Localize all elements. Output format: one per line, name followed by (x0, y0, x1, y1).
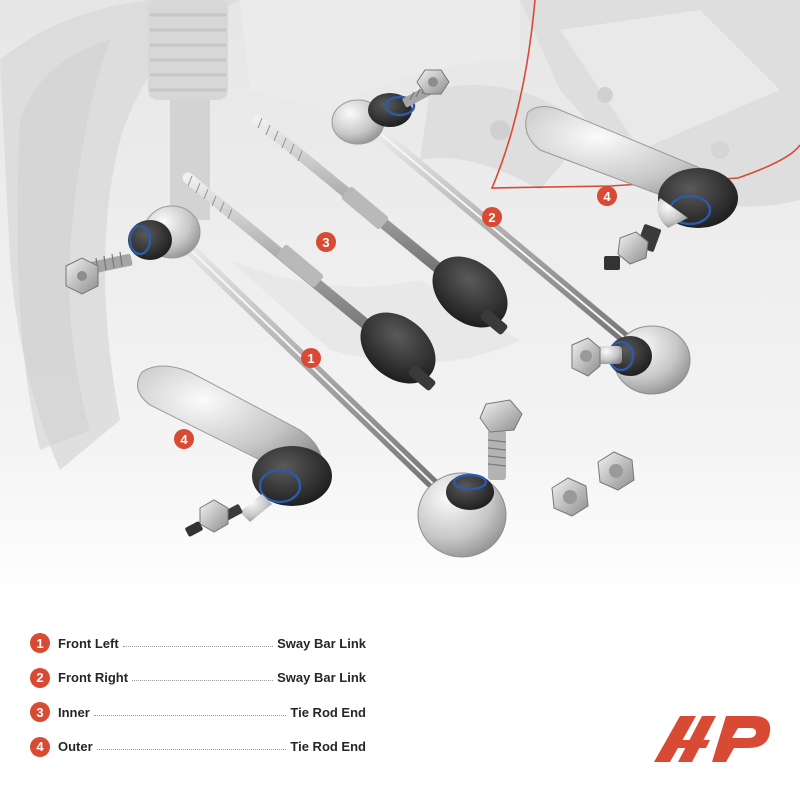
hex-nuts (551, 451, 635, 517)
legend-part: Sway Bar Link (277, 635, 366, 651)
callout-badge-4: 4 (174, 429, 194, 449)
legend-part: Tie Rod End (290, 739, 366, 755)
callout-badge-3: 3 (316, 232, 336, 252)
callout-badge-4-upper: 4 (597, 186, 617, 206)
brand-logo-icon (654, 716, 771, 762)
legend-row: 4 Outer Tie Rod End (30, 730, 366, 765)
inner-tie-rod-upper (252, 114, 508, 335)
legend-position: Outer (58, 739, 93, 755)
legend-leader-line (132, 680, 274, 682)
outer-tie-rod-end-lower (137, 365, 332, 537)
legend-position: Front Right (58, 670, 129, 686)
legend-position: Front Left (58, 635, 119, 651)
legend-badge: 3 (30, 702, 50, 723)
legend-position: Inner (58, 704, 90, 720)
legend-part: Sway Bar Link (277, 670, 366, 686)
legend-leader-line (93, 714, 287, 716)
legend-badge: 2 (30, 667, 50, 688)
parts-legend: 1 Front Left Sway Bar Link 2 Front Right… (30, 626, 366, 764)
legend-badge: 4 (30, 736, 50, 757)
inner-tie-rod-lower (182, 172, 436, 391)
legend-row: 1 Front Left Sway Bar Link (30, 626, 366, 661)
sway-bar-link-front-right (331, 69, 691, 395)
outer-tie-rod-end-upper (525, 106, 738, 270)
callout-badge-1: 1 (301, 348, 321, 368)
legend-row: 2 Front Right Sway Bar Link (30, 661, 366, 696)
legend-row: 3 Inner Tie Rod End (30, 695, 366, 730)
callout-badge-2: 2 (482, 207, 502, 227)
legend-leader-line (96, 749, 287, 751)
highlight-outline (490, 0, 800, 189)
sway-bar-link-front-left (65, 205, 523, 558)
parts-photo (0, 0, 800, 600)
legend-badge: 1 (30, 633, 50, 654)
background-car-scene (0, 0, 800, 600)
legend-leader-line (122, 645, 274, 647)
legend-part: Tie Rod End (290, 704, 366, 720)
